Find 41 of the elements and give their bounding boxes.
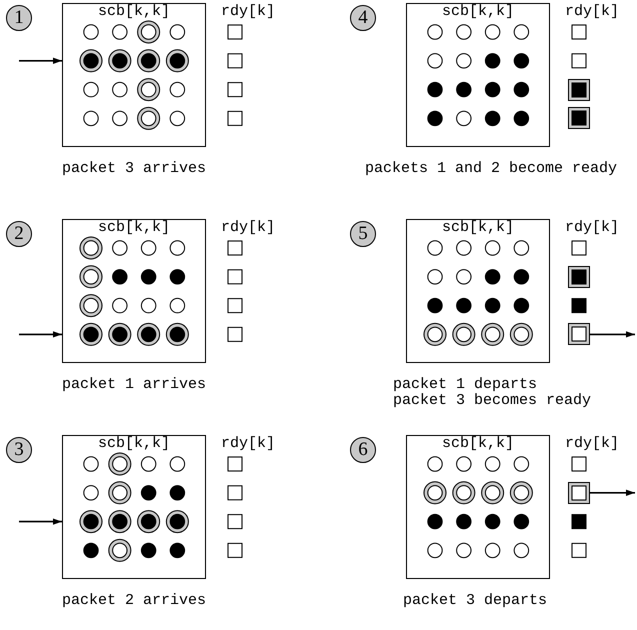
column-heading: rdy[k] bbox=[565, 436, 620, 452]
arrow bbox=[590, 331, 635, 338]
matrix-box bbox=[406, 435, 550, 579]
step-number: 1 bbox=[6, 5, 32, 31]
column-heading: rdy[k] bbox=[565, 220, 620, 236]
arrow bbox=[19, 58, 62, 64]
matrix-heading: scb[k,k] bbox=[98, 220, 170, 236]
caption: packet 3 arrives bbox=[62, 161, 206, 177]
matrix-box bbox=[62, 435, 206, 579]
column-heading: rdy[k] bbox=[221, 220, 276, 236]
step-number: 5 bbox=[350, 221, 376, 247]
caption: packet 1 arrives bbox=[62, 377, 206, 393]
arrow bbox=[590, 490, 635, 496]
status-square bbox=[568, 482, 590, 504]
arrow bbox=[19, 331, 62, 338]
matrix-box bbox=[406, 3, 550, 147]
step-number: 6 bbox=[350, 437, 376, 463]
caption: packet 1 departs bbox=[393, 377, 538, 393]
arrow bbox=[19, 518, 62, 525]
matrix-box bbox=[406, 219, 550, 363]
matrix-heading: scb[k,k] bbox=[98, 4, 170, 20]
matrix-heading: scb[k,k] bbox=[442, 436, 514, 452]
column-heading: rdy[k] bbox=[565, 4, 620, 20]
column-heading: rdy[k] bbox=[221, 436, 276, 452]
step-number: 3 bbox=[6, 437, 32, 463]
matrix-box bbox=[62, 219, 206, 363]
caption: packets 1 and 2 become ready bbox=[365, 161, 618, 177]
matrix-heading: scb[k,k] bbox=[98, 436, 170, 452]
matrix-box bbox=[62, 3, 206, 147]
step-number: 2 bbox=[6, 221, 32, 247]
status-square bbox=[568, 107, 590, 130]
status-square bbox=[568, 323, 590, 346]
status-square bbox=[568, 78, 590, 101]
matrix-heading: scb[k,k] bbox=[442, 4, 514, 20]
caption: packet 3 becomes ready bbox=[393, 393, 592, 409]
caption: packet 2 arrives bbox=[62, 593, 206, 609]
status-square bbox=[568, 266, 590, 288]
step-number: 4 bbox=[350, 5, 376, 31]
caption: packet 3 departs bbox=[403, 593, 548, 609]
matrix-heading: scb[k,k] bbox=[442, 220, 514, 236]
column-heading: rdy[k] bbox=[221, 4, 276, 20]
